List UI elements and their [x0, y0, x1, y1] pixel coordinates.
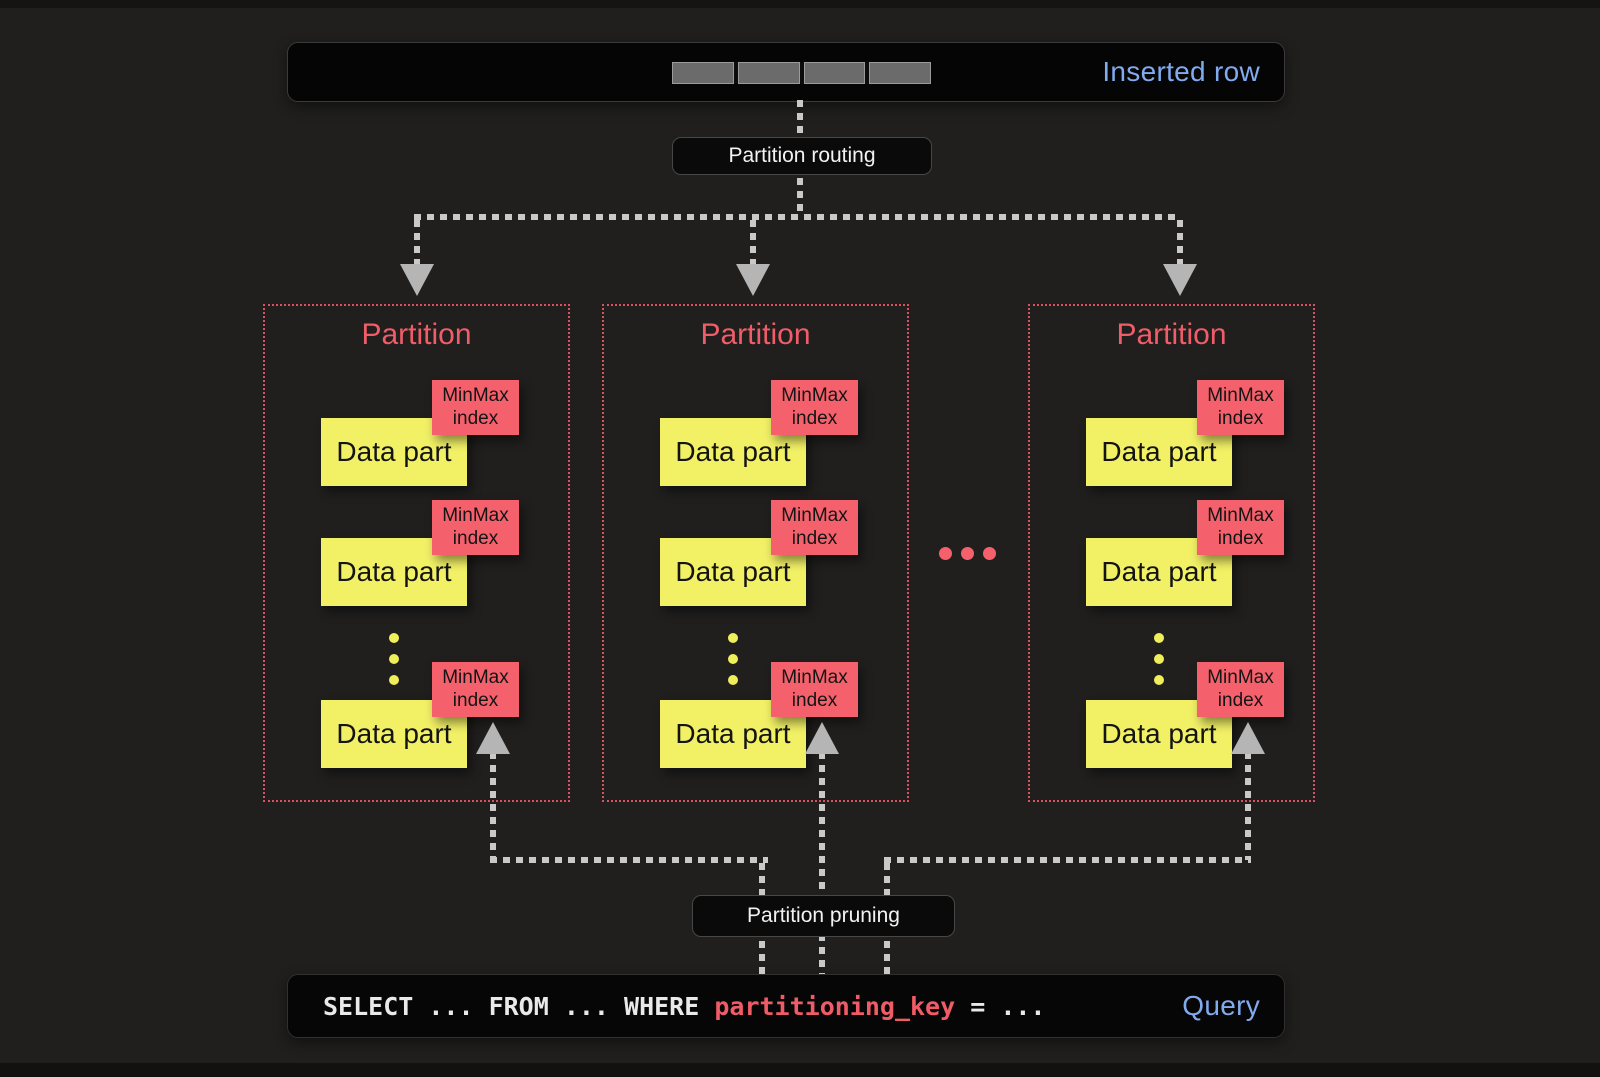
down-arrow-icon: [1163, 264, 1197, 296]
query-code: SELECT ... FROM ... WHERE partitioning_k…: [288, 992, 1045, 1021]
pruning-line: [490, 857, 768, 863]
data-part: Data part: [1086, 418, 1232, 486]
inserted-row-bar: Inserted row: [287, 42, 1285, 102]
minmax-index-tag: MinMax index: [1197, 380, 1284, 435]
branch-line: [414, 214, 1180, 220]
row-segments-icon: [672, 62, 931, 84]
minmax-index-tag: MinMax index: [432, 380, 519, 435]
query-label: Query: [1182, 990, 1260, 1021]
ellipsis-icon: [939, 547, 996, 560]
partitioning-key-token: partitioning_key: [714, 991, 956, 1021]
top-edge-strip: [0, 0, 1600, 8]
minmax-index-tag: MinMax index: [432, 662, 519, 717]
row-segment-cell: [737, 62, 800, 84]
minmax-index-tag: MinMax index: [1197, 662, 1284, 717]
minmax-index-tag: MinMax index: [771, 380, 858, 435]
bottom-edge-strip: [0, 1063, 1600, 1077]
row-segment-cell: [869, 62, 931, 84]
up-arrow-icon: [476, 722, 510, 754]
partition-title: Partition: [1116, 318, 1227, 351]
query-code-prefix: SELECT ... FROM ... WHERE: [323, 991, 715, 1021]
partition-box: Partition Data part MinMax index Data pa…: [1028, 304, 1315, 802]
query-code-suffix: = ...: [955, 991, 1046, 1021]
up-arrow-icon: [1231, 722, 1265, 754]
pruning-line: [819, 752, 825, 974]
vertical-ellipsis-icon: [1154, 633, 1164, 685]
query-bar: SELECT ... FROM ... WHERE partitioning_k…: [287, 974, 1285, 1038]
down-arrow-icon: [400, 264, 434, 296]
minmax-index-tag: MinMax index: [771, 662, 858, 717]
row-segment-cell: [672, 62, 734, 84]
partition-title: Partition: [700, 318, 811, 351]
pruning-line: [1245, 752, 1251, 860]
vertical-ellipsis-icon: [389, 633, 399, 685]
minmax-index-tag: MinMax index: [1197, 500, 1284, 555]
pruning-line: [490, 752, 496, 860]
row-segment-cell: [803, 62, 866, 84]
down-arrow-icon: [736, 264, 770, 296]
partition-box: Partition Data part MinMax index Data pa…: [263, 304, 570, 802]
routing-label: Partition routing: [672, 137, 932, 175]
vertical-ellipsis-icon: [728, 633, 738, 685]
branch-drop-line: [750, 220, 756, 266]
data-part: Data part: [321, 700, 467, 768]
pruning-line: [884, 857, 1251, 863]
branch-drop-line: [414, 220, 420, 266]
minmax-index-tag: MinMax index: [432, 500, 519, 555]
partition-title: Partition: [361, 318, 472, 351]
inserted-row-label: Inserted row: [1102, 56, 1260, 87]
partition-box: Partition Data part MinMax index Data pa…: [602, 304, 909, 802]
minmax-index-tag: MinMax index: [771, 500, 858, 555]
pruning-label: Partition pruning: [692, 895, 955, 937]
up-arrow-icon: [805, 722, 839, 754]
branch-drop-line: [1177, 220, 1183, 266]
